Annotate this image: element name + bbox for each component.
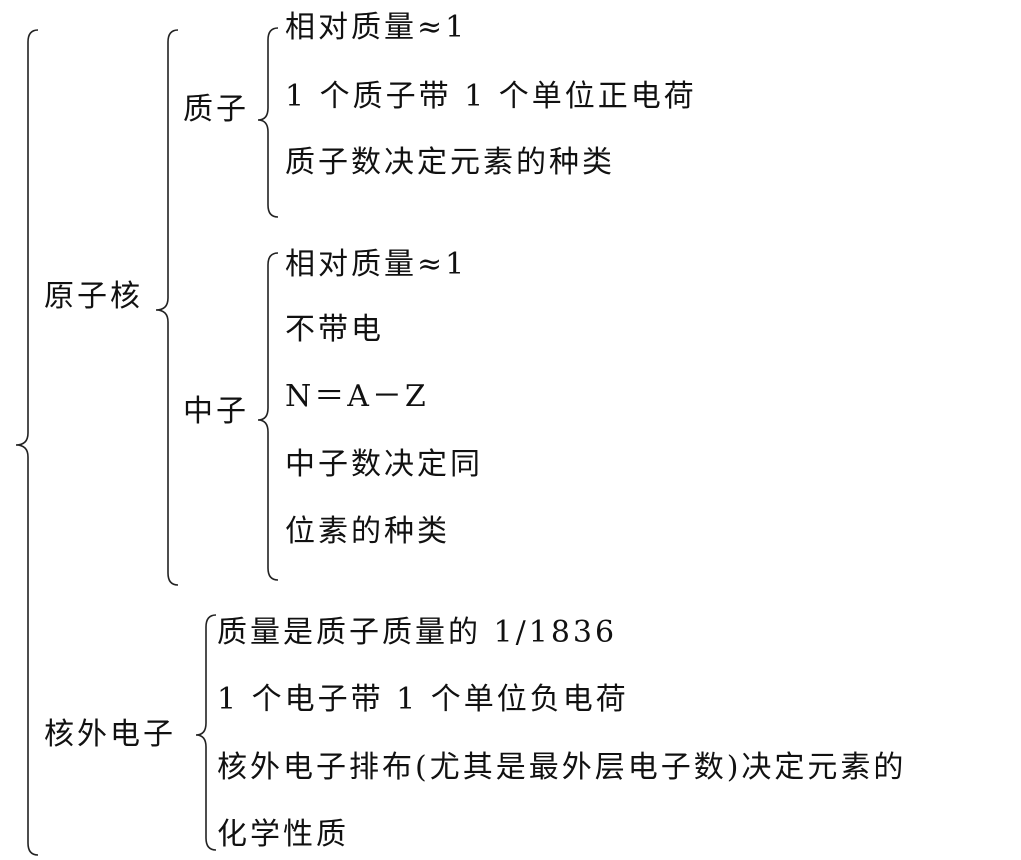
neutron-item: 相对质量≈1	[285, 247, 468, 282]
electron-label: 核外电子	[44, 717, 176, 752]
brace-electron	[195, 614, 217, 851]
neutron-item: 不带电	[285, 312, 384, 347]
neutron-label: 中子	[183, 394, 249, 429]
neutron-item: N＝A－Z	[285, 379, 429, 414]
nucleus-label: 原子核	[44, 279, 143, 314]
proton-item: 相对质量≈1	[285, 10, 468, 45]
electron-item: 化学性质	[217, 817, 349, 852]
proton-item: 质子数决定元素的种类	[285, 145, 615, 180]
brace-neutron	[257, 252, 279, 581]
electron-item: 核外电子排布(尤其是最外层电子数)决定元素的	[217, 750, 907, 785]
proton-item: 1 个质子带 1 个单位正电荷	[285, 79, 697, 114]
proton-label: 质子	[183, 92, 249, 127]
electron-item: 1 个电子带 1 个单位负电荷	[217, 682, 629, 717]
brace-atom	[15, 29, 39, 856]
neutron-item: 中子数决定同	[285, 447, 483, 482]
electron-item: 质量是质子质量的 1/1836	[217, 615, 618, 650]
neutron-item: 位素的种类	[285, 514, 450, 549]
brace-nucleus	[155, 29, 179, 586]
brace-proton	[257, 27, 279, 218]
